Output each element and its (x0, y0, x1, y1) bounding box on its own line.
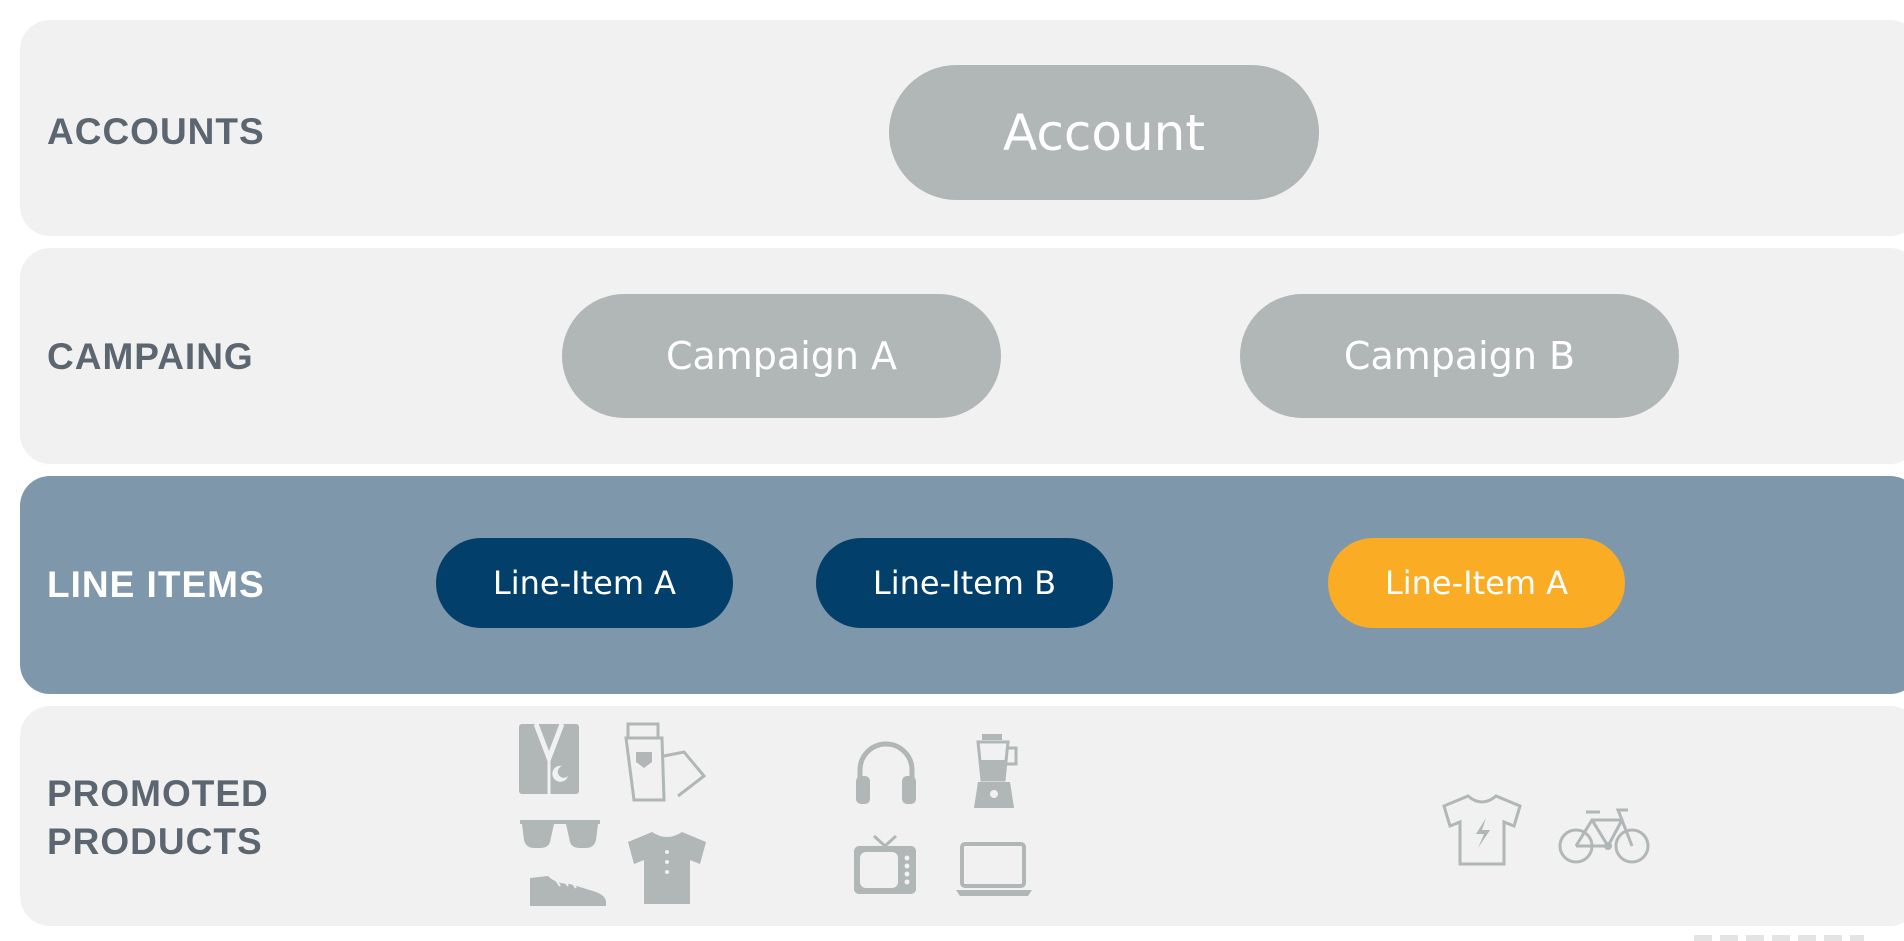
tv-icon (852, 832, 918, 896)
tshirt-icon (1440, 792, 1524, 868)
line-item-b-node: Line-Item B (816, 538, 1113, 628)
line-items-label: LINE ITEMS (47, 564, 265, 605)
account-node: Account (889, 65, 1319, 200)
line-items-band: LINE ITEMS Line-Item A Line-Item B Line-… (20, 476, 1904, 694)
blender-icon (970, 732, 1022, 810)
promoted-products-label-line2: PRODUCTS (47, 821, 263, 862)
campaign-b-node: Campaign B (1240, 294, 1679, 418)
line-item-a-node: Line-Item A (436, 538, 733, 628)
sneaker-icon (526, 870, 610, 910)
campaign-a-node: Campaign A (562, 294, 1001, 418)
bicycle-icon (1556, 804, 1652, 866)
laptop-icon (954, 840, 1034, 898)
sunglasses-icon (518, 818, 602, 852)
promoted-products-label-line1: PROMOTED (47, 773, 269, 814)
campaign-band: CAMPAING Campaign A Campaign B (20, 248, 1904, 464)
promoted-products-band: PROMOTED PRODUCTS (20, 706, 1904, 926)
headphones-icon (852, 736, 920, 806)
accounts-label: ACCOUNTS (47, 111, 265, 152)
campaign-label: CAMPAING (47, 336, 254, 377)
pants-icon (618, 720, 710, 802)
footer-watermark (1694, 935, 1864, 941)
polo-shirt-icon (624, 828, 710, 906)
accounts-band: ACCOUNTS Account (20, 20, 1904, 236)
line-item-a-campaign-b-node: Line-Item A (1328, 538, 1625, 628)
robe-icon (516, 718, 582, 796)
